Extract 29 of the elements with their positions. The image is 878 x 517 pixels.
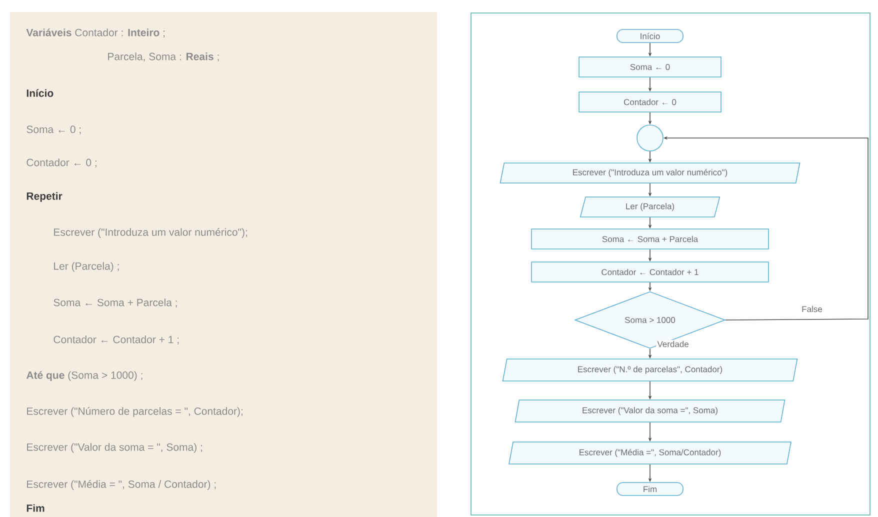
code-line: Repetir <box>26 192 62 202</box>
input-output-box: Escrever ("Introduza um valor numérico") <box>500 162 800 184</box>
code-line: Fim <box>26 504 44 512</box>
input-output-box: Escrever ("N.º de parcelas", Contador) <box>502 358 798 382</box>
edge-label: Verdade <box>656 340 690 348</box>
process-box: Soma ← Soma + Parcela <box>531 228 769 250</box>
terminal-box: Início <box>616 29 684 43</box>
input-output-box: Escrever ("Valor da soma =", Soma) <box>514 400 786 422</box>
code-line: Contador ← Contador + 1 ; <box>54 336 179 344</box>
code-line: Soma ← Soma + Parcela ; <box>54 298 177 308</box>
code-line: Soma ← 0 ; <box>26 126 81 134</box>
code-line: Escrever ("Valor da soma = ", Soma) ; <box>27 443 202 453</box>
code-line: Contador ← 0 ; <box>26 158 96 168</box>
process-box: Contador ← 0 <box>578 92 722 112</box>
code-line: Até que (Soma > 1000) ; <box>26 371 142 381</box>
code-line: Variáveis Contador : Inteiro ; <box>26 28 165 38</box>
code-line: Parcela, Soma : Reais ; <box>108 52 219 62</box>
connector-circle <box>636 124 664 152</box>
process-box: Contador ← Contador + 1 <box>531 262 769 282</box>
code-line: Ler (Parcela) ; <box>54 262 119 272</box>
process-box: Soma ← 0 <box>578 56 722 78</box>
code-line: Escrever ("Introduza um valor numérico"); <box>54 228 247 238</box>
input-output-box: Ler (Parcela) <box>580 196 720 218</box>
code-line: Início <box>26 89 54 97</box>
terminal-box: Fim <box>616 482 684 496</box>
code-line: Escrever ("Número de parcelas = ", Contador); <box>27 407 242 417</box>
code-line: Escrever ("Média = ", Soma / Contador) ; <box>27 480 216 490</box>
edge-label: False <box>800 304 824 314</box>
input-output-box: Escrever ("Média =", Soma/Contador) <box>508 442 792 464</box>
